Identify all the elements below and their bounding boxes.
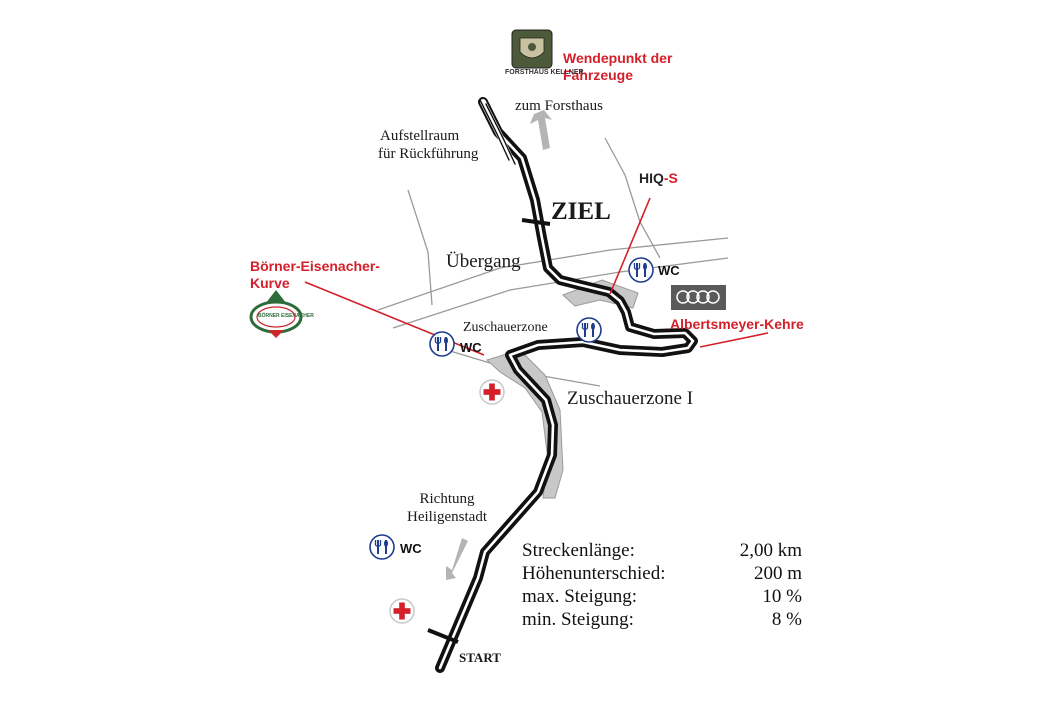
first-aid-cross-icon (389, 598, 415, 624)
richtung-line-1: Richtung (419, 491, 475, 507)
boerner-line-1: Börner-Eisenacher- (250, 258, 380, 274)
restaurant-wc-icon (576, 317, 602, 343)
hiq-suffix: -S (663, 170, 678, 186)
stat-row: min. Steigung: 8 % (522, 608, 802, 631)
wc-label: WC (460, 340, 482, 355)
richtung-line-2: Heiligenstadt (407, 509, 487, 525)
boerner-kurve-label: Börner-Eisenacher- Kurve (250, 258, 380, 292)
stat-row: Höhenunterschied: 200 m (522, 562, 802, 585)
restaurant-wc-icon (369, 534, 395, 560)
return-lane-gap (480, 99, 515, 165)
forsthaus-logo-text: FORSTHAUS KELLNER (505, 69, 584, 76)
wendepunkt-label: Wendepunkt der Fahrzeuge (563, 50, 672, 84)
uebergang-label: Übergang (446, 251, 521, 272)
richtung-heiligenstadt-label: Richtung Heiligenstadt (407, 490, 487, 526)
albertsmeyer-kehre-label: Albertsmeyer-Kehre (670, 316, 804, 332)
restaurant-wc-icon (628, 257, 654, 283)
aufstellraum-line-2: für Rückführung (378, 146, 479, 162)
stat-value: 8 % (771, 609, 802, 630)
stat-label: Streckenlänge: (522, 540, 635, 561)
hiq-logo: HIQ-S (639, 170, 678, 186)
start-line (427, 628, 459, 644)
zuschauerzone-label: Zuschauerzone (463, 320, 548, 335)
zuschauerzone-1-label: Zuschauerzone I (567, 388, 694, 409)
aufstellraum-label: Aufstellraum für Rückführung (378, 127, 478, 163)
course-stats: Streckenlänge: 2,00 km Höhenunterschied: 2… (522, 539, 802, 631)
wendepunkt-line-1: Wendepunkt der (563, 50, 673, 66)
wendepunkt-line-2: Fahrzeuge (563, 67, 634, 83)
aufstellraum-line-1: Aufstellraum (380, 128, 460, 144)
ziel-label: ZIEL (551, 198, 611, 225)
stat-label: min. Steigung: (522, 609, 634, 630)
stat-value: 200 m (753, 563, 802, 584)
forsthaus-crest (511, 29, 553, 69)
stat-label: Höhenunterschied: (522, 563, 666, 584)
stat-row: Streckenlänge: 2,00 km (522, 539, 802, 562)
stat-value: 10 % (762, 586, 802, 607)
boerner-logo-text: BÖRNER EISENACHER (258, 313, 314, 319)
wc-label: WC (658, 263, 680, 278)
boerner-line-2: Kurve (250, 275, 290, 291)
stat-row: max. Steigung: 10 % (522, 585, 802, 608)
start-label: START (459, 650, 501, 665)
stat-value: 2,00 km (739, 540, 802, 561)
audi-rings-logo (671, 285, 726, 310)
first-aid-cross-icon (479, 379, 505, 405)
race-track (435, 97, 698, 673)
stat-label: max. Steigung: (522, 586, 638, 607)
hiq-text: HIQ (639, 170, 664, 186)
zum-forsthaus-label: zum Forsthaus (515, 98, 603, 114)
restaurant-wc-icon (429, 331, 455, 357)
wc-label: WC (400, 541, 422, 556)
ziel-line (521, 218, 551, 226)
direction-arrow-icon (446, 110, 552, 580)
boerner-logo (249, 290, 303, 338)
